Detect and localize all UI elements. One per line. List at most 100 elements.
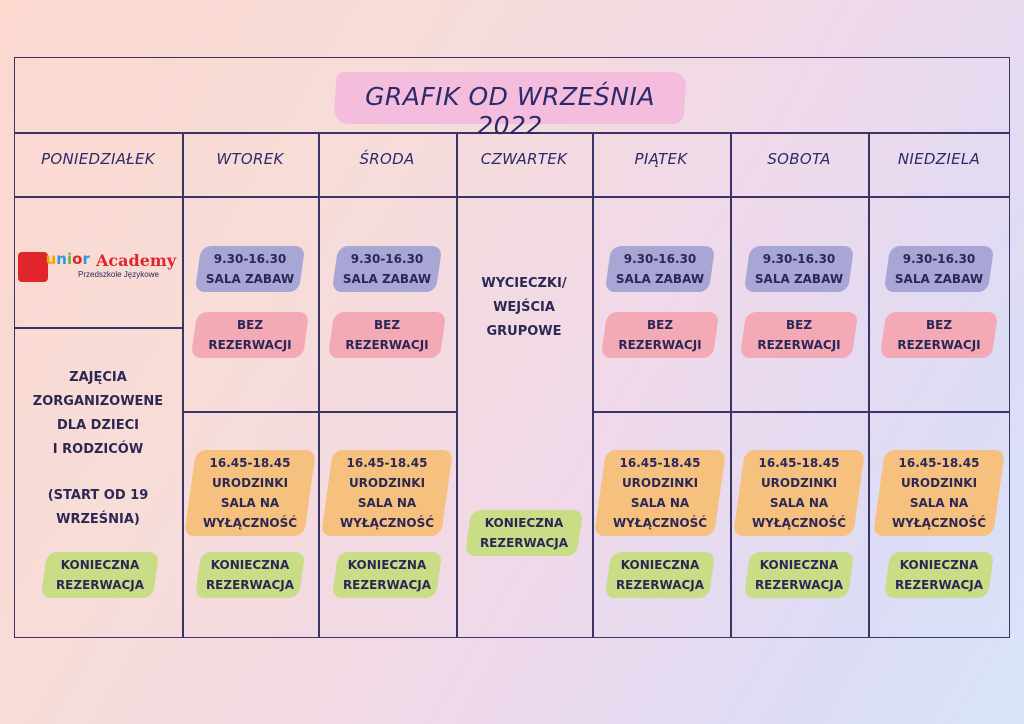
reservation-required-tag-saturday: KONIECZNA REZERWACJA <box>747 555 851 595</box>
schedule-frame <box>14 57 1010 638</box>
text-line: ZORGANIZOWENE <box>32 394 164 409</box>
text-line: WEJŚCIA <box>493 300 555 315</box>
text-line: WRZEŚNIA) <box>56 512 140 527</box>
text-line: REZERWACJA <box>615 578 705 592</box>
text-line: SALA NA <box>220 496 280 510</box>
text-line: 16.45-18.45 <box>619 456 701 470</box>
logo-word-junior: Junior <box>40 250 90 268</box>
logo-letter: u <box>45 250 57 268</box>
text-line: URODZINKI <box>900 476 978 490</box>
thursday-activities-text: WYCIECZKI/ WEJŚCIA GRUPOWE <box>456 272 592 344</box>
divider <box>182 132 184 638</box>
logo-letter: r <box>82 250 90 268</box>
text-line: KONIECZNA <box>484 516 564 530</box>
text-line: REZERWACJI <box>345 338 429 352</box>
text-line: ZAJĘCIA <box>69 370 127 385</box>
title-banner: GRAFIK OD WRZEŚNIA 2022 <box>333 68 687 140</box>
text-line: 9.30-16.30 <box>350 252 424 266</box>
text-line: 9.30-16.30 <box>762 252 836 266</box>
text-line: REZERWACJA <box>754 578 844 592</box>
text-line: WYŁĄCZNOŚĆ <box>891 516 987 530</box>
day-header-thursday: CZWARTEK <box>480 150 568 168</box>
monday-activities-text: ZAJĘCIA ZORGANIZOWENE DLA DZIECI I RODZI… <box>14 366 182 532</box>
logo-letter: n <box>56 250 67 268</box>
text-line: DLA DZIECI <box>57 418 139 433</box>
logo-letter: i <box>66 250 73 268</box>
text-line: URODZINKI <box>348 476 426 490</box>
spacer <box>14 462 182 484</box>
text-line: SALA NA <box>630 496 690 510</box>
text-line: BEZ <box>646 318 674 332</box>
text-line: WYŁĄCZNOŚĆ <box>612 516 708 530</box>
text-line: REZERWACJA <box>342 578 432 592</box>
text-line: REZERWACJI <box>757 338 841 352</box>
divider <box>730 132 732 638</box>
junior-academy-logo: Junior Academy Przedszkole Językowe <box>18 250 178 290</box>
reservation-required-tag-thursday: KONIECZNA REZERWACJA <box>468 513 580 553</box>
text-line: WYŁĄCZNOŚĆ <box>202 516 298 530</box>
text-line: SALA NA <box>769 496 829 510</box>
text-line: 16.45-18.45 <box>209 456 291 470</box>
text-line: URODZINKI <box>760 476 838 490</box>
text-line: REZERWACJA <box>55 578 145 592</box>
text-line: REZERWACJI <box>618 338 702 352</box>
text-line: SALA NA <box>909 496 969 510</box>
logo-mark <box>18 252 48 282</box>
reservation-required-tag-friday: KONIECZNA REZERWACJA <box>608 555 712 595</box>
text-line: URODZINKI <box>211 476 289 490</box>
text-line: 16.45-18.45 <box>346 456 428 470</box>
text-line: GRUPOWE <box>486 324 562 339</box>
text-line: WYŁĄCZNOŚĆ <box>751 516 847 530</box>
day-header-sunday: NIEDZIELA <box>897 150 981 168</box>
divider <box>14 196 1010 198</box>
text-line: SALA ZABAW <box>615 272 705 286</box>
text-line: REZERWACJA <box>894 578 984 592</box>
day-header-friday: PIĄTEK <box>634 150 688 168</box>
text-line: SALA NA <box>357 496 417 510</box>
text-line: I RODZICÓW <box>52 442 144 457</box>
text-line: URODZINKI <box>621 476 699 490</box>
text-line: REZERWACJI <box>897 338 981 352</box>
text-line: SALA ZABAW <box>754 272 844 286</box>
text-line: KONIECZNA <box>620 558 700 572</box>
text-line: 9.30-16.30 <box>213 252 287 266</box>
no-reservation-tag-friday: BEZ REZERWACJI <box>604 315 716 355</box>
text-line: WYCIECZKI/ <box>481 276 567 291</box>
text-line: 9.30-16.30 <box>623 252 697 266</box>
divider <box>318 132 320 638</box>
text-line: 16.45-18.45 <box>898 456 980 470</box>
page-title: GRAFIK OD WRZEŚNIA 2022 <box>365 82 655 140</box>
text-line: REZERWACJA <box>479 536 569 550</box>
text-line: 9.30-16.30 <box>902 252 976 266</box>
text-line: BEZ <box>236 318 264 332</box>
text-line: BEZ <box>925 318 953 332</box>
divider <box>14 327 182 329</box>
no-reservation-tag-sunday: BEZ REZERWACJI <box>883 315 995 355</box>
text-line: WYŁĄCZNOŚĆ <box>339 516 435 530</box>
logo-letter: J <box>40 250 46 268</box>
text-line: BEZ <box>373 318 401 332</box>
text-line: KONIECZNA <box>210 558 290 572</box>
logo-letter: o <box>72 250 83 268</box>
day-header-wednesday: ŚRODA <box>359 150 415 168</box>
divider <box>456 132 458 638</box>
logo-subtitle: Przedszkole Językowe <box>78 270 159 279</box>
text-line: 16.45-18.45 <box>758 456 840 470</box>
text-line: (START OD 19 <box>47 488 149 503</box>
text-line: KONIECZNA <box>759 558 839 572</box>
divider <box>592 132 594 638</box>
text-line: SALA ZABAW <box>342 272 432 286</box>
text-line: SALA ZABAW <box>894 272 984 286</box>
day-header-monday: PONIEDZIAŁEK <box>41 150 155 168</box>
